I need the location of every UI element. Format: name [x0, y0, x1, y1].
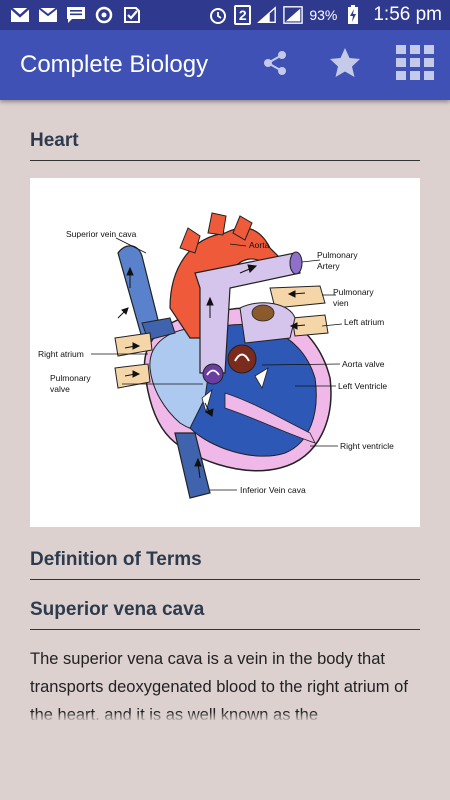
label-pulmonary-vein-1: Pulmonary [333, 287, 374, 297]
heart-diagram: Superior vein cava Aorta Pulmonary Arter… [30, 178, 420, 527]
content-fade [0, 712, 450, 722]
email-icon [38, 6, 58, 24]
superior-vena-cava-paragraph: The superior vena cava is a vein in the … [30, 650, 408, 720]
app-bar: Complete Biology [0, 30, 450, 100]
signal-icon [257, 6, 277, 24]
heading-heart: Heart [30, 130, 420, 161]
battery-charging-icon [343, 5, 363, 24]
label-aorta: Aorta [249, 240, 270, 250]
app-title: Complete Biology [20, 51, 209, 78]
label-left-atrium: Left atrium [344, 317, 384, 327]
message-icon [66, 6, 86, 24]
label-inferior-vein-cava: Inferior Vein cava [240, 485, 306, 495]
alarm-icon [208, 6, 228, 24]
label-pulmonary-valve-2: valve [50, 384, 70, 394]
label-right-ventricle: Right ventricle [340, 441, 394, 451]
status-bar: 2 93% 1:56 pm [0, 0, 450, 30]
label-pulmonary-artery-1: Pulmonary [317, 250, 358, 260]
label-superior-vein-cava: Superior vein cava [66, 229, 137, 239]
label-pulmonary-artery-2: Artery [317, 261, 340, 271]
clock-time: 1:56 pm [373, 4, 442, 25]
notification-count-badge: 2 [234, 5, 252, 25]
label-pulmonary-vein-2: vien [333, 298, 349, 308]
battery-percent: 93% [309, 7, 338, 23]
star-icon [328, 46, 362, 85]
grid-icon [396, 44, 434, 86]
gmail-icon [10, 6, 30, 24]
share-button[interactable] [240, 30, 310, 100]
article-content: Heart [30, 100, 420, 720]
favorite-button[interactable] [310, 30, 380, 100]
menu-grid-button[interactable] [380, 30, 450, 100]
label-pulmonary-valve-1: Pulmonary [50, 373, 91, 383]
label-aorta-valve: Aorta valve [342, 359, 385, 369]
sync-icon [94, 6, 114, 24]
checklist-icon [122, 6, 142, 24]
heading-superior-vena-cava: Superior vena cava [30, 599, 420, 630]
label-left-ventricle: Left Ventricle [338, 381, 387, 391]
label-right-atrium: Right atrium [38, 349, 84, 359]
share-icon [260, 48, 290, 83]
heading-definition-of-terms: Definition of Terms [30, 549, 420, 580]
heart-diagram-image: Superior vein cava Aorta Pulmonary Arter… [38, 212, 394, 499]
signal-bars-icon [283, 6, 304, 24]
